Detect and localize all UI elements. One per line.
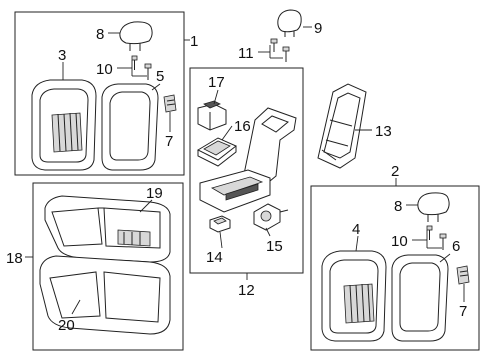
bolts-top — [270, 38, 290, 62]
callout-9: 9 — [314, 20, 322, 37]
callout-20: 20 — [58, 317, 75, 334]
part-17-switch — [197, 100, 227, 131]
seatback-trim-right — [321, 250, 387, 342]
callout-4: 4 — [352, 221, 360, 238]
part-20-cushion-bottom — [39, 255, 171, 335]
seatback-frame-right — [391, 254, 449, 342]
callout-8-left: 8 — [96, 26, 104, 43]
part-16-tray — [196, 137, 237, 167]
callout-10-right: 10 — [391, 233, 408, 250]
seatback-frame-left — [101, 83, 159, 171]
part-13-frame — [317, 83, 367, 169]
armrest-body — [199, 107, 297, 213]
callout-11: 11 — [238, 45, 254, 62]
bracket-left — [163, 94, 177, 113]
callout-17: 17 — [208, 74, 225, 91]
headrest-right — [417, 192, 450, 222]
callout-6: 6 — [452, 238, 460, 255]
group-box-armrest — [189, 67, 304, 274]
part-15-latch — [253, 203, 289, 231]
group-box-seatback-right — [310, 185, 480, 351]
bolts-right — [426, 225, 447, 250]
headrest-top — [277, 9, 302, 37]
group-box-seatback-left — [14, 11, 185, 176]
headrest-left — [119, 21, 153, 51]
group-box-cushion — [32, 182, 184, 351]
callout-5: 5 — [156, 68, 164, 85]
callout-2: 2 — [391, 163, 399, 180]
callout-12: 12 — [238, 282, 255, 299]
callout-14: 14 — [206, 249, 223, 266]
callout-15: 15 — [266, 238, 283, 255]
callout-7-right: 7 — [459, 303, 467, 320]
callout-18: 18 — [6, 250, 23, 267]
callout-3: 3 — [58, 47, 66, 64]
callout-16: 16 — [234, 118, 251, 135]
part-19-cushion-top — [44, 195, 171, 263]
callout-13: 13 — [375, 123, 392, 140]
seatback-trim-left — [31, 79, 97, 171]
bolts-left — [131, 55, 152, 80]
part-14-clip — [209, 215, 231, 233]
callout-19: 19 — [146, 185, 163, 202]
bracket-right — [456, 265, 470, 285]
callout-10-left: 10 — [96, 61, 113, 78]
callout-7-left: 7 — [165, 133, 173, 150]
callout-1: 1 — [190, 33, 198, 50]
callout-8-right: 8 — [394, 198, 402, 215]
